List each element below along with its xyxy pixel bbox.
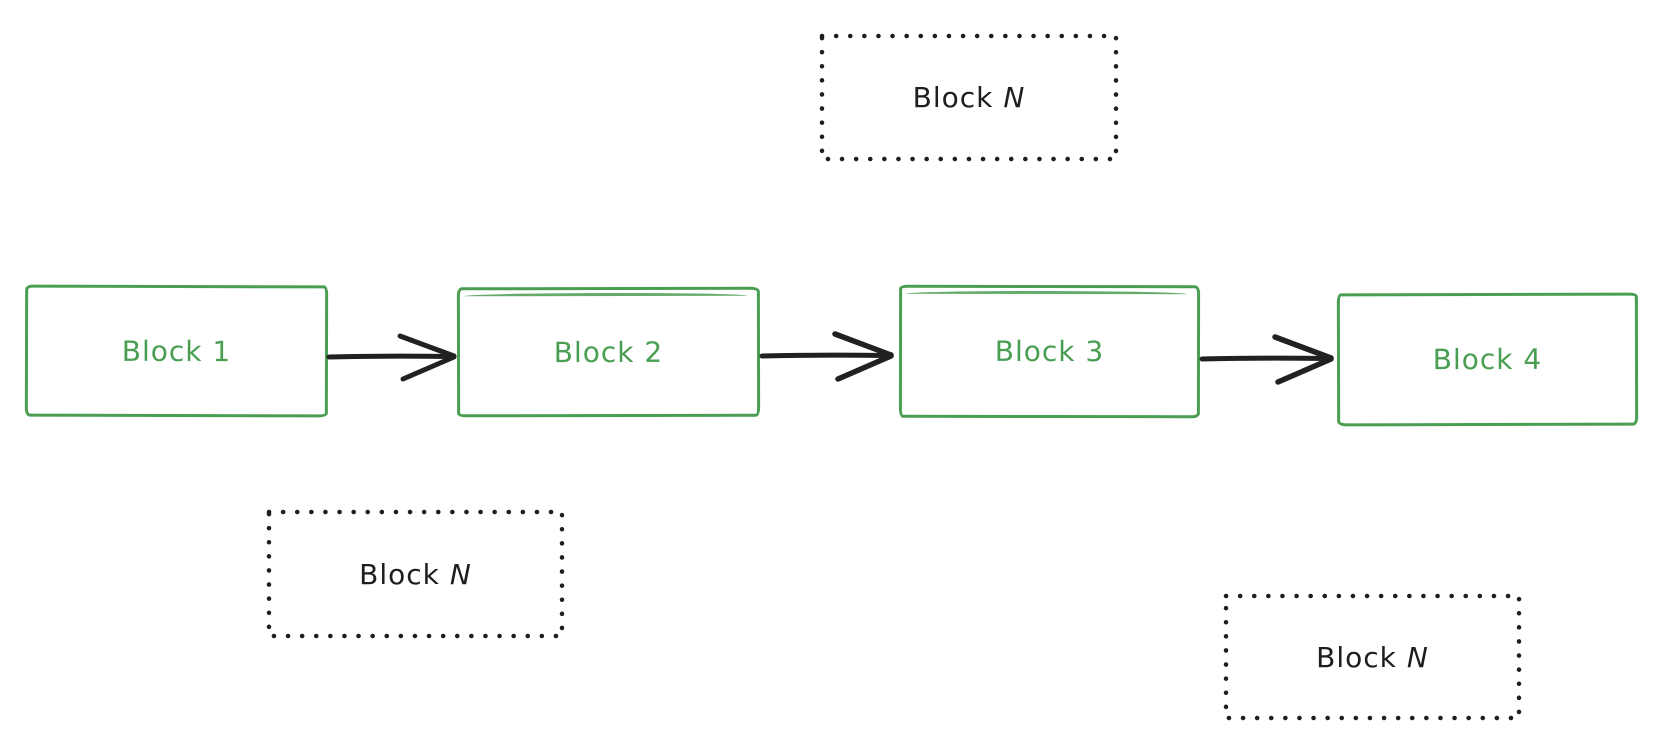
- dotted-border: [1223, 593, 1522, 721]
- chain-block-1-label: Block 1: [121, 334, 232, 368]
- chain-block-4-label: Block 4: [1432, 342, 1543, 377]
- chain-block-3-label: Block 3: [994, 334, 1105, 369]
- chain-block-2-label: Block 2: [553, 335, 664, 369]
- arrow-icon: [326, 333, 457, 382]
- chain-block-4[interactable]: Block 4: [1336, 292, 1639, 427]
- arrow-icon: [759, 331, 894, 382]
- dotted-border: [266, 509, 565, 639]
- chain-block-1[interactable]: Block 1: [24, 284, 329, 418]
- arrow-block3-to-block4[interactable]: [1199, 330, 1339, 388]
- arrow-block2-to-block3[interactable]: [759, 327, 899, 385]
- arrow-icon: [1199, 334, 1334, 385]
- arrow-block1-to-block2[interactable]: [326, 329, 462, 385]
- chain-block-2[interactable]: Block 2: [456, 286, 761, 418]
- dotted-border: [819, 33, 1119, 162]
- chain-block-3[interactable]: Block 3: [898, 284, 1201, 419]
